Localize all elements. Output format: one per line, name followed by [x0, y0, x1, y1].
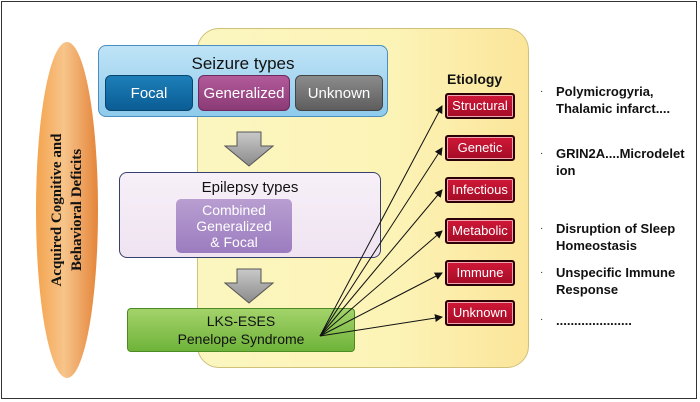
note-genetic: GRIN2A....Microdelet ion	[556, 145, 696, 179]
bullet-marker: ·	[540, 148, 544, 159]
etiology-unknown: Unknown	[445, 300, 515, 326]
note-immune-line-1: Unspecific Immune	[556, 265, 676, 280]
syndrome-line-2: Penelope Syndrome	[177, 331, 305, 347]
note-unknown-line-1: .....................	[556, 313, 632, 328]
seizure-type-generalized: Generalized	[198, 75, 290, 111]
syndrome-line-1: LKS-ESES	[206, 313, 276, 329]
note-structural-line-2: Thalamic infarct....	[556, 101, 671, 116]
combined-epilepsy-box: Combined Generalized & Focal	[176, 199, 292, 253]
etiology-immune: Immune	[445, 260, 515, 286]
note-metabolic: Disruption of Sleep Homeostasis	[556, 220, 696, 254]
arrow-to-structural	[319, 105, 443, 337]
note-immune-line-2: Response	[556, 282, 619, 297]
combined-line-1: Combined	[202, 202, 266, 218]
etiology-infectious: Infectious	[445, 177, 515, 203]
note-structural-line-1: Polymicrogyria,	[556, 84, 654, 99]
note-structural: Polymicrogyria, Thalamic infarct....	[556, 83, 696, 117]
etiology-structural: Structural	[445, 93, 515, 119]
combined-line-3: & Focal	[210, 234, 258, 250]
arrow-to-infectious	[319, 189, 443, 337]
note-unknown: .....................	[556, 312, 696, 329]
note-genetic-line-1: GRIN2A....Microdelet	[556, 146, 685, 161]
note-genetic-line-2: ion	[556, 163, 576, 178]
combined-line-2: Generalized	[196, 218, 272, 234]
arrow-to-metabolic	[319, 230, 443, 337]
deficits-ellipse	[36, 42, 98, 378]
note-metabolic-line-2: Homeostasis	[556, 238, 637, 253]
note-immune: Unspecific Immune Response	[556, 264, 696, 298]
arrow-to-genetic	[319, 147, 443, 337]
bullet-marker: ·	[540, 86, 544, 97]
etiology-metabolic: Metabolic	[445, 218, 515, 244]
bullet-marker: ·	[540, 223, 544, 234]
bullet-marker: ·	[540, 314, 544, 325]
seizure-types-title: Seizure types	[191, 54, 295, 73]
note-metabolic-line-1: Disruption of Sleep	[556, 221, 676, 236]
bullet-marker: ·	[540, 267, 544, 278]
arrow-to-unknown	[319, 314, 443, 337]
etiology-genetic: Genetic	[445, 135, 515, 161]
seizure-type-focal: Focal	[105, 75, 193, 111]
etiology-title: Etiology	[447, 71, 503, 87]
syndrome-box: LKS-ESES Penelope Syndrome	[127, 308, 355, 352]
down-arrow-icon	[224, 131, 274, 167]
arrow-to-immune	[319, 272, 443, 337]
down-arrow-icon	[224, 268, 274, 304]
epilepsy-types-title: Epilepsy types	[201, 179, 299, 196]
seizure-type-unknown: Unknown	[295, 75, 383, 111]
